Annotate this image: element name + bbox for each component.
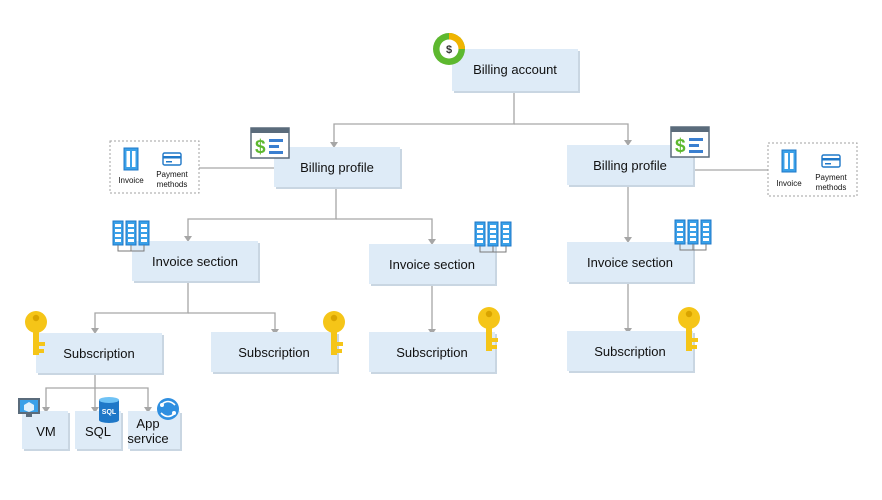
billing-account-node: Billing account [452,49,580,93]
invoice-section-node-1: Invoice section [132,241,260,283]
app-service-icon [157,398,179,420]
app-service-label-2: service [127,431,168,446]
payment-legend-right: Invoice Payment methods [767,142,858,197]
legend-payment-label-left-1: Payment [156,170,188,179]
billing-profile-label-left: Billing profile [300,160,374,175]
svg-text:$: $ [446,44,452,56]
subscription-label-1: Subscription [63,346,135,361]
billing-profile-icon [670,126,710,158]
sql-database-icon: SQL [99,397,119,423]
legend-invoice-label-right: Invoice [776,179,802,188]
sql-label: SQL [85,424,111,439]
legend-payment-label-right-2: methods [816,183,847,192]
invoice-icon [123,147,139,171]
subscription-label-2: Subscription [238,345,310,360]
invoice-section-label-3: Invoice section [587,255,673,270]
subscription-label-3: Subscription [396,345,468,360]
virtual-machine-icon [18,398,40,417]
invoice-section-icon [474,221,512,253]
credit-card-icon [162,152,182,166]
invoice-section-icon [112,220,150,252]
subscription-node-2: Subscription [211,332,339,374]
vm-label: VM [36,424,56,439]
invoice-section-label-2: Invoice section [389,257,475,272]
credit-card-icon [821,154,841,168]
subscription-node-4: Subscription [567,331,695,373]
subscription-node-3: Subscription [369,332,497,374]
billing-profile-icon [250,127,290,159]
legend-payment-label-right-1: Payment [815,173,847,182]
billing-account-icon: $ [433,33,465,65]
vm-node: VM [22,411,70,451]
billing-profile-node-right: Billing profile [567,145,695,187]
connectors [45,91,768,408]
invoice-section-label-1: Invoice section [152,254,238,269]
app-service-label-1: App [136,416,159,431]
subscription-node-1: Subscription [36,333,164,375]
billing-profile-node-left: Billing profile [274,147,402,189]
legend-payment-label-left-2: methods [157,180,188,189]
billing-account-label: Billing account [473,62,557,77]
legend-invoice-label-left: Invoice [118,176,144,185]
invoice-section-node-2: Invoice section [369,244,497,286]
billing-profile-label-right: Billing profile [593,158,667,173]
invoice-section-node-3: Invoice section [567,242,695,284]
invoice-icon [781,149,797,173]
payment-legend-left: Invoice Payment methods [109,140,200,194]
invoice-section-icon [674,219,712,251]
sql-badge: SQL [102,409,117,416]
subscription-label-4: Subscription [594,344,666,359]
